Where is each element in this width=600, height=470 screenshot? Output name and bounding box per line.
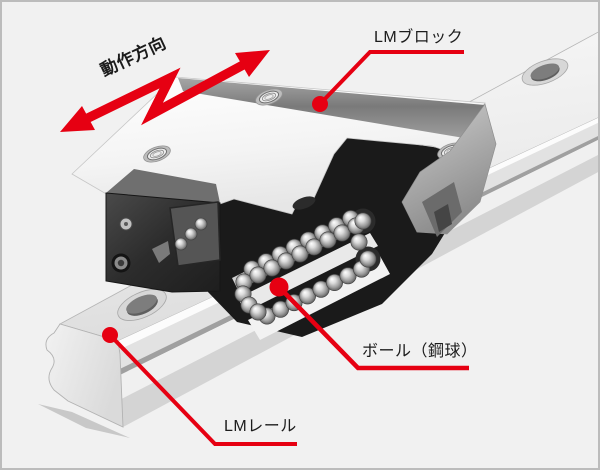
steel-ball	[249, 266, 267, 284]
steel-ball	[319, 231, 337, 249]
annotations	[60, 50, 469, 446]
block-end-cap-right	[401, 103, 497, 237]
steel-ball	[291, 245, 309, 263]
steel-ball	[305, 238, 323, 256]
end-plate-screw	[119, 217, 133, 231]
rail-mount-hole-right	[521, 58, 569, 86]
steel-ball	[298, 287, 316, 305]
block-front-shade	[106, 169, 220, 203]
ball-leader	[269, 277, 469, 371]
lm-rail-leader-dot	[102, 327, 118, 343]
steel-ball	[263, 259, 281, 277]
steel-ball	[249, 303, 267, 321]
ball-leader-dot	[269, 277, 289, 297]
rail-end-face	[45, 323, 124, 428]
steel-ball	[339, 267, 357, 285]
lm-block-leader-dot	[312, 96, 328, 112]
steel-ball	[271, 300, 289, 318]
grease-nipple	[111, 253, 131, 273]
lm-block	[71, 76, 497, 293]
lm-block-leader	[312, 50, 464, 112]
arrowhead-left	[60, 106, 95, 132]
tube-ball-3	[194, 217, 208, 231]
block-end-plate	[105, 192, 221, 293]
steel-ball	[277, 252, 295, 270]
rail-mount-hole-left	[117, 289, 167, 321]
block-top-reflection	[178, 78, 485, 141]
end-plate-notch	[152, 241, 170, 263]
steel-ball	[333, 224, 351, 242]
arrowhead-right	[235, 50, 270, 77]
label-lm-rail: LMレール	[224, 418, 297, 435]
tube-ball-1	[174, 237, 188, 251]
block-tap-hole-cut	[292, 196, 316, 210]
steel-balls-group	[234, 210, 377, 325]
steel-ball	[359, 250, 377, 268]
steel-ball	[354, 212, 372, 230]
steel-ball	[325, 273, 343, 291]
steel-ball	[350, 233, 368, 251]
lm-rail-leader	[102, 327, 297, 446]
label-lm-block: LMブロック	[374, 29, 464, 46]
block-tap-hole-1	[143, 145, 171, 163]
rail-shadow	[38, 404, 130, 438]
steel-ball	[312, 280, 330, 298]
tube-ball-2	[184, 227, 198, 241]
block-tap-hole-2	[255, 88, 283, 106]
motion-direction-arrow	[60, 50, 270, 132]
label-ball: ボール（鋼球）	[362, 343, 478, 360]
